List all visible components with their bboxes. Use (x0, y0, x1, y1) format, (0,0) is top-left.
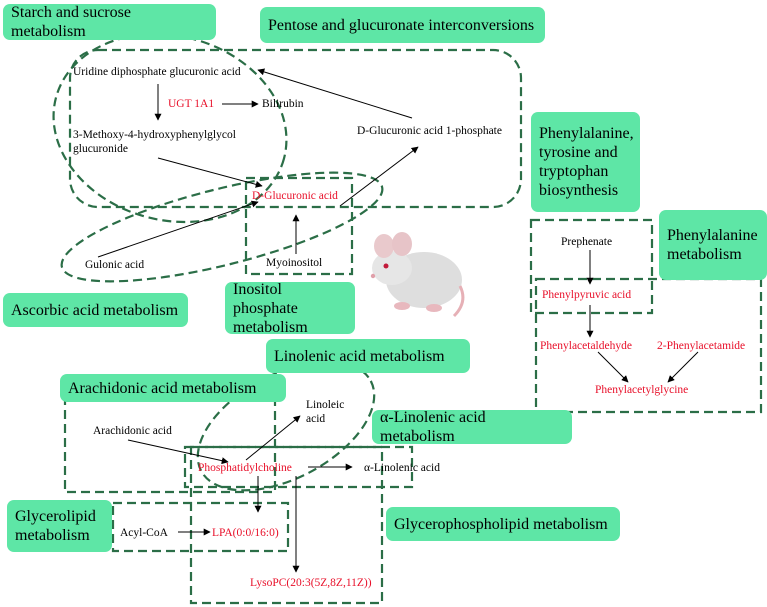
label-glycerolipid-text: Glycerolipid metabolism (15, 508, 96, 544)
node-ugt1a1: UGT 1A1 (168, 98, 215, 110)
node-myoinositol: Myoinositol (266, 257, 323, 269)
node-udp-glucuronic: Uridine diphosphate glucuronic acid (73, 66, 241, 78)
label-starch: Starch and sucrose metabolism (3, 4, 216, 40)
node-acyl-coa: Acyl-CoA (120, 527, 168, 539)
node-prephenate: Prephenate (561, 236, 613, 248)
label-phe-tyr-trp: Phenylalanine, tyrosine and tryptophan b… (531, 112, 640, 212)
prephenate-outline (529, 218, 654, 315)
arrow-glucuronic1p-to-udp (257, 68, 413, 119)
label-linolenic-text: Linolenic acid metabolism (274, 347, 445, 365)
label-glycerophospholipid-text: Glycerophospholipid metabolism (394, 515, 608, 533)
label-ascorbic: Ascorbic acid metabolism (3, 293, 188, 327)
arachidonic-outline (63, 395, 277, 494)
label-arachidonic-text: Arachidonic acid metabolism (68, 379, 257, 397)
label-glycerophospholipid: Glycerophospholipid metabolism (386, 507, 620, 541)
node-arachidonic-acid: Arachidonic acid (93, 425, 172, 437)
phenylalanine-outline (534, 277, 763, 414)
arrow-arachidonic-to-phosphatidylcholine (127, 439, 229, 465)
label-inositol-text: Inositol phosphate metabolism (233, 280, 308, 336)
alpha-linolenic-outline (183, 445, 414, 489)
label-pentose-text: Pentose and glucuronate interconversions (268, 16, 535, 34)
arrow-phosphatidylcholine-to-linoleic (245, 415, 301, 461)
node-lysopc: LysoPC(20:3(5Z,8Z,11Z)) (250, 577, 372, 589)
inositol-outline (244, 176, 354, 276)
label-starch-text: Starch and sucrose metabolism (11, 4, 131, 40)
label-phenylalanine: Phenylalanine metabolism (659, 210, 767, 280)
mouse-illustration (370, 232, 465, 318)
pentose-outline (68, 48, 523, 209)
label-alpha-linolenic-text: α-Linolenic acid metabolism (380, 409, 486, 445)
node-bilirubin: Bilirubin (262, 98, 304, 110)
glycerophospholipid-outline (189, 445, 384, 605)
node-gulonic: Gulonic acid (85, 259, 145, 271)
label-phe-tyr-trp-text: Phenylalanine, tyrosine and tryptophan b… (539, 125, 634, 199)
node-linoleic: Linoleic acid (306, 399, 345, 425)
arrow-gulonic-to-glucuronic (97, 200, 259, 258)
node-lpa: LPA(0:0/16:0) (212, 527, 279, 539)
label-inositol: Inositol phosphate metabolism (225, 280, 355, 336)
arrow-glucuronic-to-glucuronic1p (339, 146, 419, 207)
label-pentose: Pentose and glucuronate interconversions (260, 7, 545, 43)
node-alpha-linolenic-acid: α-Linolenic acid (364, 462, 440, 474)
ascorbic-outline (60, 171, 384, 283)
node-phenylacetylglycine: Phenylacetylglycine (595, 384, 689, 396)
arrow-phenylacetamide-to-phenylacetylglycine (667, 351, 699, 383)
arrow-phenylacetaldehyde-to-phenylacetylglycine (597, 351, 629, 383)
node-phenylacetamide: 2-Phenylacetamide (657, 340, 746, 352)
label-linolenic: Linolenic acid metabolism (266, 339, 470, 373)
glycerolipid-outline (111, 501, 290, 553)
node-glucuronic-1p: D-Glucuronic acid 1-phosphate (357, 125, 502, 137)
node-phenylpyruvic: Phenylpyruvic acid (542, 289, 632, 301)
label-ascorbic-text: Ascorbic acid metabolism (11, 301, 179, 319)
node-phosphatidylcholine: Phosphatidylcholine (198, 462, 292, 474)
node-phenylacetaldehyde: Phenylacetaldehyde (540, 340, 632, 352)
label-glycerolipid: Glycerolipid metabolism (7, 500, 112, 552)
label-arachidonic: Arachidonic acid metabolism (60, 374, 286, 402)
arrow-mhpg-to-glucuronic (157, 157, 263, 188)
label-alpha-linolenic: α-Linolenic acid metabolism (372, 409, 572, 445)
node-mhpg-glucuronide: 3-Methoxy-4-hydroxyphenylglycol glucuron… (73, 129, 236, 155)
label-phenylalanine-text: Phenylalanine metabolism (667, 227, 758, 263)
node-glucuronic: D-Glucuronic acid (252, 190, 338, 202)
